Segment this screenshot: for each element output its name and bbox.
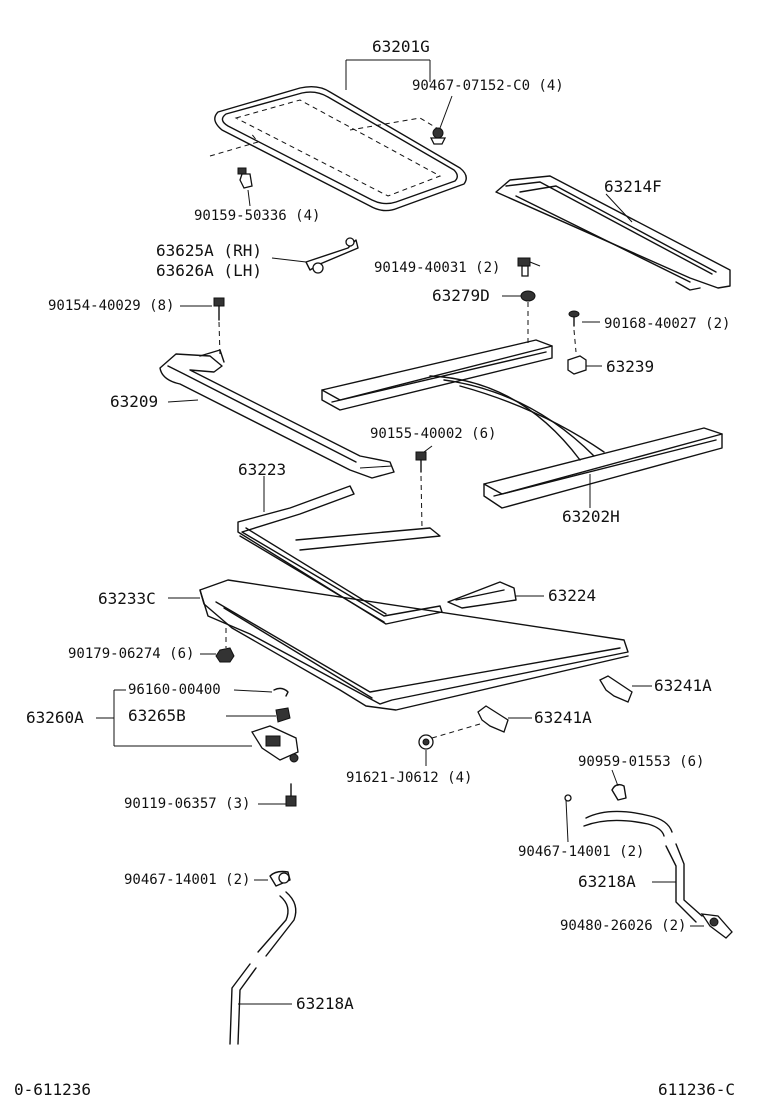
label-bolt-40031: 90149-40031 (2): [374, 260, 501, 276]
label-housing: 63233C: [98, 589, 156, 608]
label-screw-40027: 90168-40027 (2): [604, 316, 731, 332]
screw-40027-drawing: [568, 310, 600, 353]
bolt-40029-drawing: [180, 297, 225, 357]
side-bracket-drawing: [271, 237, 359, 274]
label-bracket-a2: 63241A: [534, 708, 592, 727]
label-bolt-06357: 90119-06357 (3): [124, 796, 251, 812]
label-bracket-rh: 63625A (RH): [156, 241, 262, 260]
label-clip-00400: 96160-00400: [128, 682, 221, 698]
label-bracket-lh: 63626A (LH): [156, 261, 262, 280]
label-drive-frame: 63202H: [562, 507, 620, 526]
label-block: 63239: [606, 357, 655, 376]
bracket-241a-1-drawing: [599, 675, 652, 703]
housing-drawing: [168, 579, 629, 711]
label-glass-bolt: 90159-50336 (4): [194, 208, 321, 224]
label-rail-right-upper: 63214F: [604, 177, 662, 196]
label-bolt-40002: 90155-40002 (6): [370, 426, 497, 442]
label-clamp-26026: 90480-26026 (2): [560, 918, 687, 934]
label-clip-j0612: 91621-J0612 (4): [346, 770, 473, 786]
label-motor-assy: 63260A: [26, 708, 84, 727]
glass-bolt-drawing: [237, 167, 253, 207]
nut-06274-drawing: [200, 647, 235, 663]
label-washer: 63279D: [432, 286, 490, 305]
guide-drawing: [447, 581, 544, 609]
label-guide: 63224: [548, 586, 597, 605]
label-nut-06274: 90179-06274 (6): [68, 646, 195, 662]
right-drain-hose-drawing: [564, 769, 733, 939]
label-glass-screw: 90467-07152-C0 (4): [412, 78, 564, 94]
label-drain-hose-left: 63218A: [296, 994, 354, 1013]
block-drawing: [567, 355, 602, 375]
label-bolt-40029: 90154-40029 (8): [48, 298, 175, 314]
footer-left-code: 0-611236: [14, 1080, 92, 1099]
label-clip-14001-right: 90467-14001 (2): [518, 844, 645, 860]
cable-drawing: [237, 476, 443, 625]
label-glass: 63201G: [372, 37, 430, 56]
bracket-241a-2-drawing: [477, 705, 532, 733]
clip-j0612-drawing: [418, 723, 481, 766]
upper-rail-drawing: [495, 175, 731, 291]
glass-screw-drawing: [429, 95, 453, 145]
glass-panel-drawing: [209, 59, 467, 212]
label-clip-14001-left: 90467-14001 (2): [124, 872, 251, 888]
label-clip-01553: 90959-01553 (6): [578, 754, 705, 770]
footer-right-code: 611236-C: [658, 1080, 736, 1099]
label-gear: 63265B: [128, 706, 186, 725]
left-drain-hose-drawing: [229, 870, 297, 1045]
label-drain-hose-right: 63218A: [578, 872, 636, 891]
drive-frame-drawing: [321, 339, 723, 509]
bolt-40031-drawing: [517, 257, 541, 277]
bolt-40002-drawing: [415, 445, 433, 529]
motor-group-drawing: [96, 687, 299, 807]
washer-drawing: [502, 290, 536, 344]
label-deflector: 63209: [110, 392, 159, 411]
deflector-drawing: [159, 349, 395, 479]
label-cable: 63223: [238, 460, 287, 479]
label-bracket-a1: 63241A: [654, 676, 712, 695]
